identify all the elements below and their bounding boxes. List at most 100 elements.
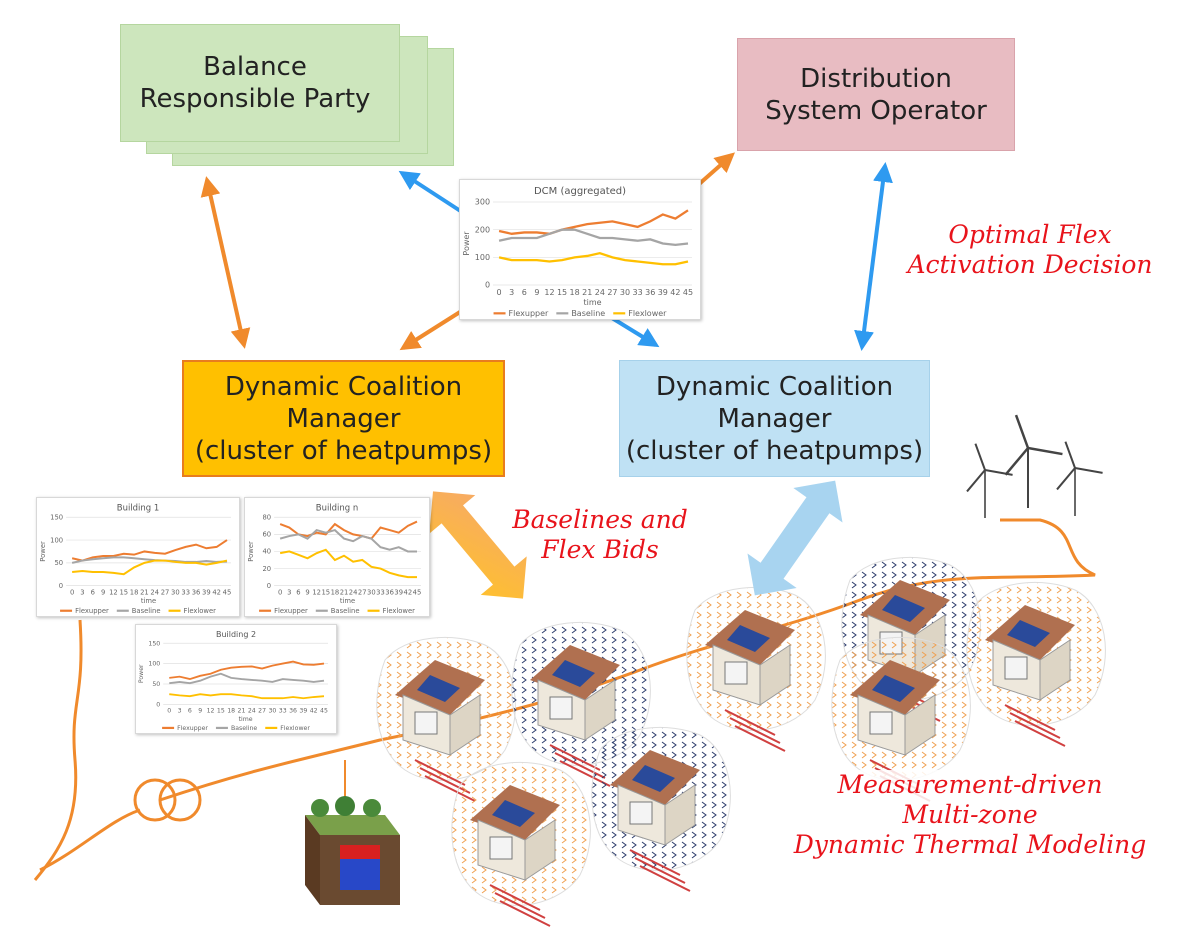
solar-panel-icon — [1007, 620, 1050, 647]
measurement-line: Dynamic Thermal Modeling — [793, 830, 1147, 859]
house-wall — [524, 819, 556, 881]
x-tick-label: 12 — [312, 588, 321, 596]
x-tick-label: 3 — [509, 288, 514, 297]
dcm-right-line: Dynamic Coalition — [655, 371, 894, 402]
y-tick-label: 100 — [475, 253, 490, 262]
x-tick-label: 39 — [394, 588, 403, 596]
fat-arrow-orange — [429, 491, 527, 599]
baselines-line: Flex Bids — [541, 535, 659, 564]
arrow-chart-dcm-right — [610, 316, 660, 348]
x-tick-label: 0 — [278, 588, 282, 596]
optimal-line: Optimal Flex — [948, 220, 1112, 249]
house-wall — [584, 679, 616, 741]
x-tick-label: 6 — [296, 588, 300, 596]
heatpump-icon — [489, 836, 513, 860]
x-tick-label: 18 — [331, 588, 340, 596]
arrow-chart-dcm-left — [399, 310, 462, 351]
y-tick-label: 150 — [148, 640, 160, 647]
series-line-flexupper — [498, 209, 689, 235]
arrow-chart-dso — [696, 152, 735, 187]
y-tick-label: 20 — [262, 565, 271, 573]
x-tick-label: 27 — [161, 588, 170, 596]
turbine-blade — [1056, 467, 1076, 491]
solar-panel-icon — [872, 675, 915, 702]
balance-responsible-party-box[interactable]: Balance Responsible Party — [120, 24, 400, 142]
series-line-flexupper — [279, 520, 418, 540]
x-tick-label: 15 — [321, 588, 330, 596]
y-tick-label: 0 — [59, 582, 63, 590]
power-line-segment — [39, 808, 141, 872]
x-tick-label: 39 — [658, 288, 668, 297]
legend-label: Flexlower — [280, 725, 310, 732]
x-tick-label: 42 — [212, 588, 221, 596]
x-tick-label: 9 — [198, 708, 202, 715]
x-tick-label: 24 — [248, 708, 256, 715]
x-tick-label: 6 — [91, 588, 95, 596]
x-tick-label: 21 — [582, 288, 592, 297]
x-tick-label: 42 — [310, 708, 318, 715]
series-line-flexlower — [279, 548, 417, 579]
x-tick-label: 24 — [595, 288, 605, 297]
legend-label: Flexupper — [509, 309, 549, 318]
x-tick-label: 36 — [385, 588, 394, 596]
optimal-line: Activation Decision — [907, 250, 1153, 279]
brp-label: Balance Responsible Party — [139, 52, 371, 114]
series-line-baseline — [498, 228, 689, 247]
turbine-blade — [1064, 441, 1076, 469]
x-tick-label: 39 — [299, 708, 307, 715]
baselines-line: Baselines and — [512, 505, 688, 534]
distribution-system-operator-box[interactable]: Distribution System Operator — [737, 38, 1015, 151]
chart-title: Building n — [316, 502, 358, 512]
x-tick-label: 36 — [192, 588, 201, 596]
x-tick-label: 21 — [140, 588, 149, 596]
y-axis-label: Power — [39, 541, 47, 562]
x-tick-label: 24 — [349, 588, 358, 596]
y-tick-label: 50 — [152, 681, 160, 688]
y-tick-label: 40 — [262, 548, 271, 556]
y-tick-label: 80 — [262, 514, 271, 522]
heatpump-icon — [629, 801, 653, 825]
series-line-flexupper — [71, 539, 228, 562]
series-line-flexlower — [498, 251, 689, 266]
solar-panel-icon — [632, 765, 675, 792]
legend-label: Baseline — [331, 607, 360, 615]
series-line-flexupper — [169, 660, 325, 681]
series-line-flexlower — [169, 693, 325, 700]
house-icon — [511, 621, 651, 787]
measurement-line: Multi-zone — [902, 800, 1038, 829]
house-wall — [449, 694, 481, 756]
x-tick-label: 0 — [70, 588, 74, 596]
y-tick-label: 100 — [148, 661, 160, 668]
y-tick-label: 0 — [485, 281, 490, 290]
y-tick-label: 150 — [50, 514, 63, 522]
turbine-blade — [1014, 414, 1030, 449]
house-icon — [451, 761, 591, 927]
x-tick-label: 27 — [358, 588, 367, 596]
series-line-baseline — [279, 528, 417, 553]
solar-panel-icon — [417, 675, 460, 702]
chart-title: Building 2 — [216, 630, 256, 639]
transformer-icon — [133, 778, 177, 822]
dcm-left-line: Dynamic Coalition — [224, 371, 463, 402]
x-tick-label: 33 — [279, 708, 287, 715]
x-tick-label: 45 — [413, 588, 422, 596]
ground-collector-icon — [489, 884, 551, 927]
dcm-left-line: Manager — [286, 403, 401, 434]
x-tick-label: 9 — [305, 588, 309, 596]
x-tick-label: 33 — [181, 588, 190, 596]
wind-turbine-icon — [1056, 441, 1103, 517]
x-axis-label: time — [340, 597, 355, 605]
turbine-blade — [966, 469, 986, 493]
legend-label: Baseline — [231, 725, 257, 732]
y-axis-label: Power — [138, 664, 145, 683]
legend-label: Flexupper — [274, 607, 308, 615]
x-tick-label: 45 — [683, 288, 693, 297]
